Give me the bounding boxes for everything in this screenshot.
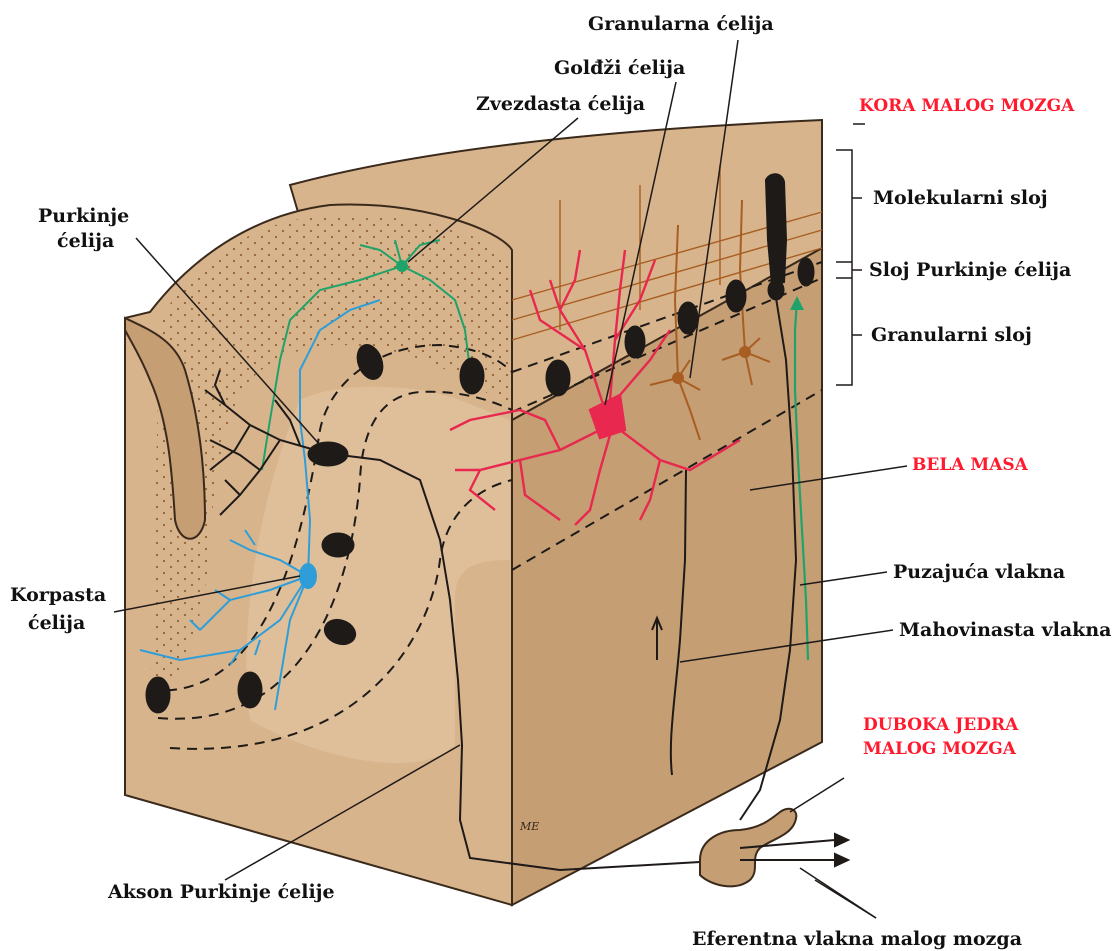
label-molecular-layer: Molekularni sloj bbox=[873, 187, 1048, 209]
label-golgi-cell: Golđži ćelija bbox=[554, 57, 685, 79]
heading-cerebellar-cortex: KORA MALOG MOZGA bbox=[859, 96, 1075, 116]
label-purkinje-cell-line1: Purkinje bbox=[38, 205, 129, 227]
label-granular-layer: Granularni sloj bbox=[871, 324, 1032, 346]
tissue-block bbox=[125, 120, 822, 905]
label-purkinje-layer: Sloj Purkinje ćelija bbox=[869, 259, 1071, 281]
label-purkinje-cell-line2: ćelija bbox=[57, 230, 114, 252]
label-climbing-fibers: Puzajuća vlakna bbox=[893, 561, 1065, 583]
heading-deep-nuclei-line1: DUBOKA JEDRA bbox=[863, 715, 1019, 735]
label-stellate-cell: Zvezdasta ćelija bbox=[476, 93, 645, 115]
label-granule-cell: Granularna ćelija bbox=[588, 13, 774, 35]
label-mossy-fibers: Mahovinasta vlakna bbox=[899, 619, 1111, 641]
heading-white-matter: BELA MASA bbox=[912, 455, 1029, 475]
label-basket-cell-line1: Korpasta bbox=[10, 584, 106, 606]
heading-deep-nuclei-line2: MALOG MOZGA bbox=[863, 739, 1017, 759]
artist-signature: ME bbox=[519, 820, 539, 833]
label-purkinje-axon: Akson Purkinje ćelije bbox=[107, 881, 335, 903]
label-efferent-fibers: Eferentna vlakna malog mozga bbox=[692, 928, 1022, 950]
label-basket-cell-line2: ćelija bbox=[28, 612, 85, 634]
